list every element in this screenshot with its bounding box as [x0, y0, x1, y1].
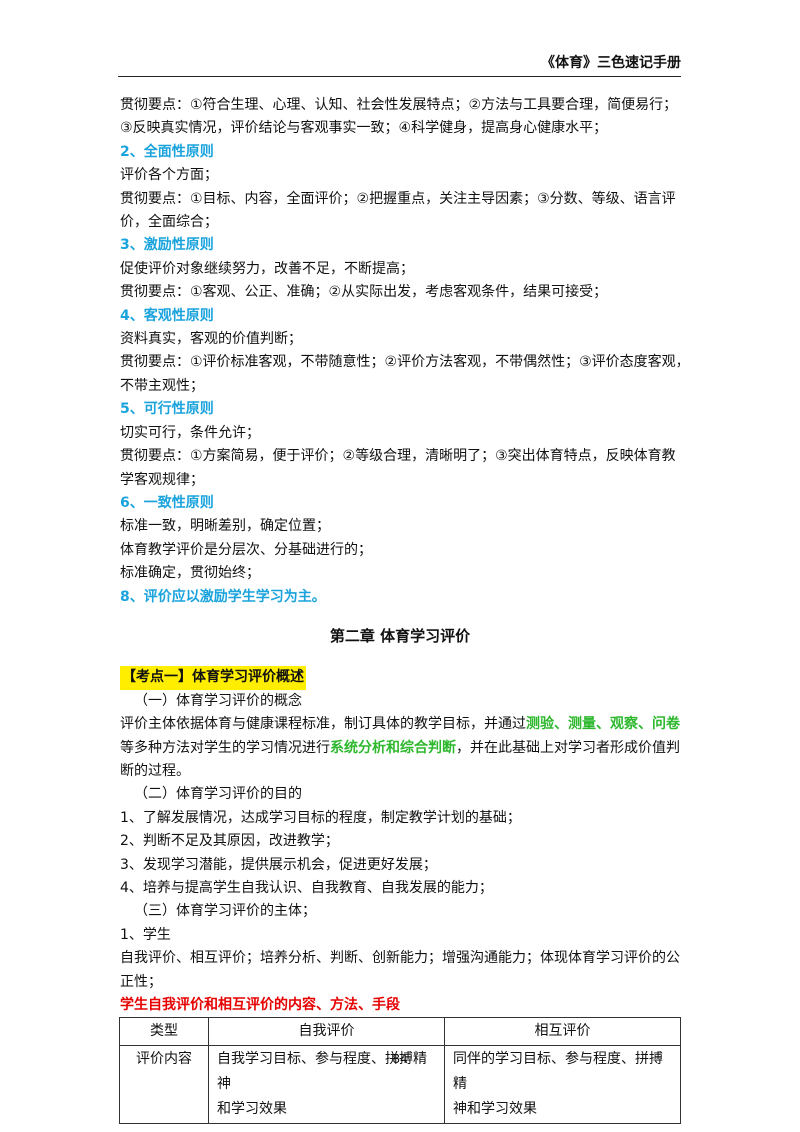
table-header-cell: 类型: [119, 1017, 209, 1047]
text-line: 标准确定，贯彻始终；: [120, 565, 260, 582]
table-cell: 同伴的学习目标、参与程度、拼搏精神和学习效果: [444, 1045, 681, 1125]
exam-point-label: 【考点一】体育学习评价概述: [120, 666, 306, 690]
text-span: ，并在此基础上对学习者形成价值判: [456, 739, 680, 756]
text-line: 贯彻要点：①符合生理、心理、认知、社会性发展特点；②方法与工具要合理，简便易行；: [120, 97, 678, 113]
table-cell: 自我学习目标、参与程度、拼搏精神和学习效果: [208, 1045, 445, 1125]
section-title: （二）体育学习评价的目的: [134, 786, 302, 803]
text-line: 体育教学评价是分层次、分基础进行的；: [120, 541, 372, 558]
cell-line: 同伴的学习目标、参与程度、拼搏精: [453, 1051, 663, 1093]
text-line: 价，全面综合；: [120, 214, 218, 231]
list-item: 3、发现学习潜能，提供展示机会，促进更好发展；: [120, 856, 437, 873]
cell-line: 神和学习效果: [453, 1101, 537, 1118]
text-line: 资料真实，客观的价值判断；: [120, 331, 302, 348]
principle-heading: 6、一致性原则: [120, 494, 214, 511]
principle-heading: 4、客观性原则: [120, 307, 214, 324]
text-span: 评价主体依据体育与健康课程标准，制订具体的教学目标，并通过: [120, 716, 526, 733]
cell-line: 自我学习目标、参与程度、拼搏精神: [217, 1051, 427, 1093]
list-item: 4、培养与提高学生自我认识、自我教育、自我发展的能力；: [120, 880, 493, 896]
table-heading: 学生自我评价和相互评价的内容、方法、手段: [120, 997, 400, 1014]
header-divider: [118, 76, 681, 77]
table-header-cell: 自我评价: [208, 1017, 445, 1047]
text-line: 正性；: [120, 973, 162, 990]
text-line: 标准一致，明晰差别，确定位置；: [120, 518, 330, 535]
text-line: 贯彻要点：①评价标准客观，不带随意性；②评价方法客观，不带偶然性；③评价态度客观…: [120, 354, 680, 371]
text-span: 等多种方法对学生的学习情况进行: [120, 739, 330, 756]
page-content: 贯彻要点：①符合生理、心理、认知、社会性发展特点；②方法与工具要合理，简便易行；…: [119, 94, 681, 1125]
list-item: 1、了解发展情况，达成学习目标的程度，制定教学计划的基础；: [120, 809, 521, 826]
highlight-analysis: 系统分析和综合判断: [330, 739, 456, 756]
text-line: 等多种方法对学生的学习情况进行系统分析和综合判断，并在此基础上对学习者形成价值判: [120, 737, 680, 760]
text-line: 断的过程。: [120, 762, 190, 779]
text-line: 自我评价、相互评价；培养分析、判断、创新能力；增强沟通能力；体现体育学习评价的公: [120, 950, 680, 967]
chapter-title: 第二章 体育学习评价: [329, 626, 471, 645]
text-line: 贯彻要点：①目标、内容，全面评价；②把握重点，关注主导因素；③分数、等级、语言评: [120, 190, 676, 207]
text-line: 切实可行，条件允许；: [120, 424, 260, 441]
table-header-cell: 相互评价: [444, 1017, 681, 1047]
text-line: 促使评价对象继续努力，改善不足，不断提高；: [120, 260, 414, 277]
text-line: 不带主观性；: [120, 377, 204, 394]
text-line: 评价主体依据体育与健康课程标准，制订具体的教学目标，并通过测验、测量、观察、问卷: [120, 713, 680, 736]
text-line: 贯彻要点：①方案简易，便于评价；②等级合理，清晰明了；③突出体育特点，反映体育教: [120, 448, 676, 465]
section-title: （一）体育学习评价的概念: [134, 692, 302, 709]
text-line: 学客观规律；: [120, 471, 204, 488]
text-line: 评价各个方面；: [120, 167, 218, 184]
principle-heading: 3、激励性原则: [120, 237, 214, 254]
table-cell: 评价内容: [119, 1045, 209, 1125]
text-line: 贯彻要点：①客观、公正、准确；②从实际出发，考虑客观条件，结果可接受；: [120, 284, 608, 301]
principle-heading: 8、评价应以激励学生学习为主。: [120, 588, 326, 605]
section-title: （三）体育学习评价的主体；: [134, 903, 316, 920]
principle-heading: 2、全面性原则: [120, 143, 214, 160]
table-header-row: 类型 自我评价 相互评价: [119, 1017, 681, 1047]
table-row: 评价内容 自我学习目标、参与程度、拼搏精神和学习效果 同伴的学习目标、参与程度、…: [119, 1045, 681, 1125]
page-number: 84: [392, 1052, 408, 1066]
evaluation-table: 类型 自我评价 相互评价 评价内容 自我学习目标、参与程度、拼搏精神和学习效果 …: [119, 1017, 681, 1125]
text-line: ③反映真实情况，评价结论与客观事实一致；④科学健身，提高身心健康水平；: [120, 120, 608, 137]
running-header: 《体育》三色速记手册: [541, 55, 681, 71]
principle-heading: 5、可行性原则: [120, 401, 214, 418]
text-line: 1、学生: [120, 926, 171, 943]
list-item: 2、判断不足及其原因，改进教学；: [120, 833, 339, 850]
highlight-methods: 测验、测量、观察、问卷: [526, 716, 680, 733]
cell-line: 和学习效果: [217, 1101, 287, 1118]
